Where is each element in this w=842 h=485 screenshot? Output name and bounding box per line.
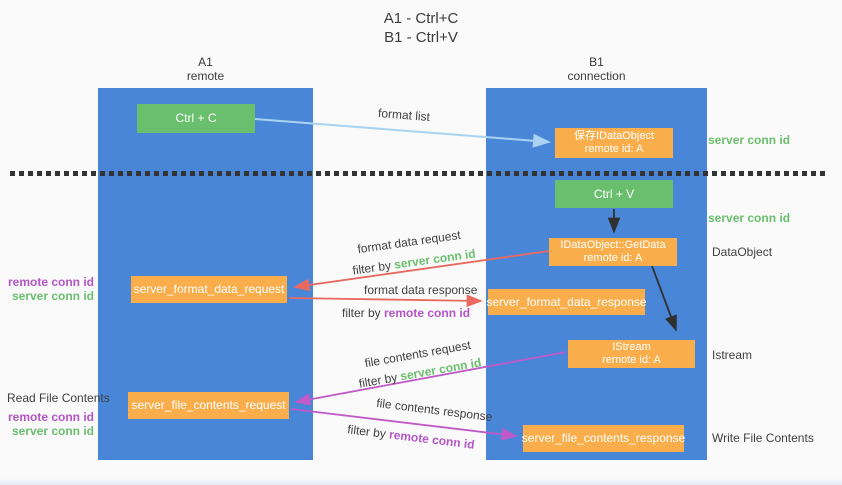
server-conn-id-annotation: server conn id xyxy=(11,289,94,303)
diagram-title: A1 - Ctrl+C B1 - Ctrl+V xyxy=(0,9,842,47)
server-file-contents-request-box: server_file_contents_request xyxy=(128,392,289,419)
ctrl-v-label: Ctrl + V xyxy=(593,186,635,201)
bottom-fade xyxy=(0,478,842,485)
left-column-name: A1 xyxy=(198,55,213,69)
istream-line2: remote id: A xyxy=(602,354,661,366)
filter-by-text: filter by xyxy=(342,306,385,320)
save-dataobject-line2: remote id: A xyxy=(584,143,644,155)
remote-conn-id-annotation: remote conn id xyxy=(8,275,95,289)
getdata-line1: IDataObject::GetData xyxy=(560,239,666,251)
ctrl-c-box: Ctrl + C xyxy=(137,104,255,133)
server-format-data-request-box: server_format_data_request xyxy=(131,276,287,303)
istream-annotation: Istream xyxy=(712,348,753,362)
istream-box: IStream remote id: A xyxy=(568,340,695,368)
remote-conn-id-text: remote conn id xyxy=(384,306,471,320)
server-conn-id-annotation: server conn id xyxy=(11,424,94,438)
right-column-name: B1 xyxy=(589,55,604,69)
remote-conn-id-annotation: remote conn id xyxy=(8,410,95,424)
server-conn-id-annotation-mid: server conn id xyxy=(708,211,791,225)
right-column-role: connection xyxy=(567,69,626,83)
left-column-header: A1 remote xyxy=(98,55,313,83)
format-data-response-arrow xyxy=(288,294,483,308)
ctrl-c-label: Ctrl + C xyxy=(175,111,217,125)
write-file-contents-annotation: Write File Contents xyxy=(712,431,814,445)
file-request-conn-annotations: remote conn id server conn id xyxy=(8,410,94,438)
server-file-contents-response-label: server_file_contents_response xyxy=(521,431,686,445)
server-format-data-response-label: server_format_data_response xyxy=(486,294,647,309)
server-file-contents-request-label: server_file_contents_request xyxy=(131,398,286,412)
getdata-to-istream-arrow xyxy=(651,265,677,332)
server-format-data-request-label: server_format_data_request xyxy=(133,282,285,296)
server-file-contents-response-box: server_file_contents_response xyxy=(521,425,686,452)
server-conn-id-annotation-top: server conn id xyxy=(708,133,791,147)
phase-separator-dotted-line xyxy=(10,171,825,176)
format-data-request-arrow xyxy=(293,250,550,292)
file-contents-request-arrow xyxy=(294,351,567,406)
format-data-response-filter-label: filter by remote conn id xyxy=(342,306,470,320)
istream-line1: IStream xyxy=(612,341,651,353)
ctrl-v-box: Ctrl + V xyxy=(555,180,673,208)
format-request-conn-annotations: remote conn id server conn id xyxy=(8,275,94,303)
dataobject-annotation: DataObject xyxy=(712,245,773,259)
title-line-1: A1 - Ctrl+C xyxy=(383,10,459,27)
save-dataobject-line1: 保存IDataObject xyxy=(573,130,655,142)
title-line-2: B1 - Ctrl+V xyxy=(384,29,458,46)
server-format-data-response-box: server_format_data_response xyxy=(486,289,647,315)
getdata-box: IDataObject::GetData remote id: A xyxy=(549,238,677,266)
read-file-contents-annotation: Read File Contents xyxy=(7,391,110,405)
file-contents-response-arrow xyxy=(290,408,518,441)
save-dataobject-box: 保存IDataObject remote id: A xyxy=(555,128,673,158)
getdata-line2: remote id: A xyxy=(583,252,643,264)
format-list-arrow xyxy=(254,118,551,148)
left-column-role: remote xyxy=(186,69,225,83)
format-data-response-label: format data response xyxy=(364,283,478,297)
right-column-header: B1 connection xyxy=(486,55,707,83)
